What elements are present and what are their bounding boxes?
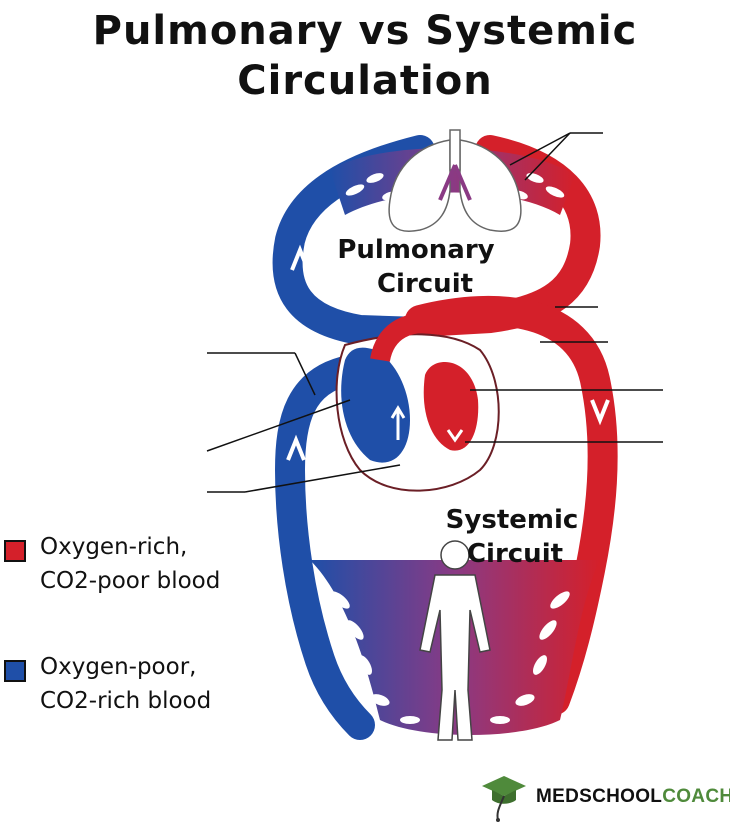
title-line-2: Circulation: [237, 58, 493, 104]
logo-text-part-2: COACH: [662, 786, 730, 807]
legend-item-oxygen-rich: Oxygen-rich, CO2-poor blood: [4, 530, 220, 598]
pulmonary-flow-arrow-up: [290, 244, 310, 271]
heart-flow-arrow-right: [390, 405, 406, 440]
heart-flow-arrow-left: [446, 429, 464, 443]
legend-item-oxygen-poor: Oxygen-poor, CO2-rich blood: [4, 650, 211, 718]
vena-cava-vessel: [274, 355, 375, 740]
legend-swatch-blue: [4, 660, 26, 682]
lungs-icon: [388, 129, 522, 232]
medschoolcoach-logo: MEDSCHOOLCOACH: [480, 772, 730, 822]
pulmonary-label-line-2: Circuit: [377, 269, 473, 299]
systemic-label-line-2: Circuit: [467, 539, 563, 569]
legend-swatch-red: [4, 540, 26, 562]
left-heart-chambers: [423, 362, 479, 451]
title-line-1: Pulmonary vs Systemic: [92, 8, 638, 54]
callout-lines: [206, 132, 663, 493]
aortic-arch: [370, 313, 443, 363]
body-capillary-holes: [330, 591, 570, 724]
legend-text-line-2: CO2-rich blood: [40, 688, 212, 714]
systemic-flow-arrow-down: [590, 399, 610, 426]
human-body-icon: [419, 540, 491, 741]
legend-text-line-1: Oxygen-poor,: [40, 654, 197, 680]
legend-text-line-2: CO2-poor blood: [40, 568, 221, 594]
pulmonary-label-line-1: Pulmonary: [337, 235, 494, 265]
systemic-flow-arrow-up: [286, 434, 306, 461]
heart-icon: [335, 313, 500, 492]
systemic-label-line-1: Systemic: [446, 505, 579, 535]
logo-text-part-1: MEDSCHOOL: [536, 786, 663, 807]
graduation-cap-icon: [482, 776, 526, 822]
systemic-circuit: [274, 295, 618, 741]
right-heart-chambers: [341, 347, 410, 463]
legend-text-line-1: Oxygen-rich,: [40, 534, 188, 560]
